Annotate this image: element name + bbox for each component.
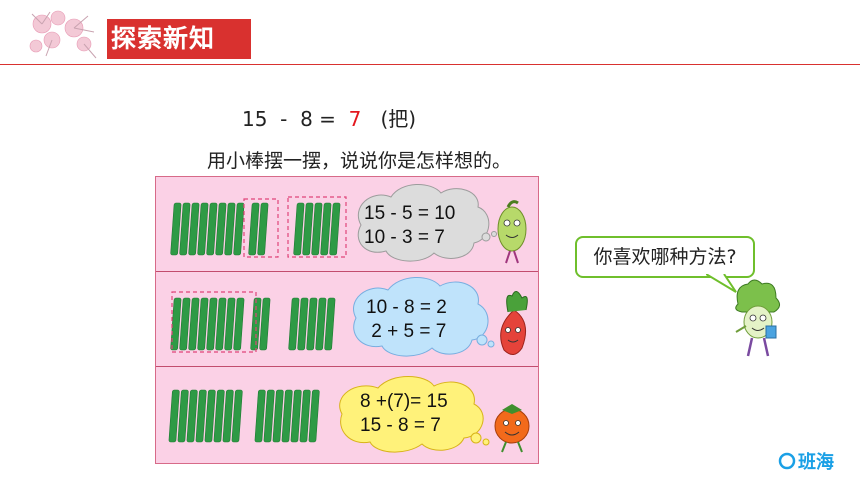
question-bubble: 你喜欢哪种方法? <box>575 236 755 278</box>
pepper-character-icon <box>497 200 527 264</box>
logo-text: 班海 <box>798 452 834 473</box>
tomato-character-icon <box>494 404 530 453</box>
sticks-group-1 <box>170 183 527 264</box>
method-1-text: 15 - 5 = 10 10 - 3 = 7 <box>364 203 456 248</box>
method-3-text: 8 +(7)= 15 15 - 8 = 7 <box>360 391 448 436</box>
method-row-2: 10 - 8 = 2 2 + 5 = 7 <box>156 272 538 367</box>
section-title: 探索新知 <box>107 19 251 59</box>
cabbage-character-icon <box>735 279 780 357</box>
methods-panel: 15 - 5 = 10 10 - 3 = 7 <box>155 176 539 464</box>
logo-ring-icon <box>778 452 796 470</box>
equation-answer: 7 <box>348 107 362 131</box>
radish-character-icon <box>500 291 528 355</box>
header-divider <box>0 64 860 65</box>
instruction-text: 用小棒摆一摆，说说你是怎样想的。 <box>207 150 512 172</box>
equation: 15 - 8 = 7 (把) <box>242 103 416 132</box>
equation-left: 15 - 8 = <box>242 107 349 131</box>
method-row-3: 8 +(7)= 15 15 - 8 = 7 <box>156 368 538 462</box>
bubble-tail <box>706 274 737 293</box>
method-row-1: 15 - 5 = 10 10 - 3 = 7 <box>156 177 538 272</box>
brand-logo: 班海 <box>778 448 834 474</box>
method-2-text: 10 - 8 = 2 2 + 5 = 7 <box>366 297 447 342</box>
sticks-group-2 <box>170 276 528 357</box>
flower-decoration-icon <box>29 10 97 59</box>
sticks-group-3 <box>168 376 530 453</box>
equation-unit: (把) <box>361 107 417 131</box>
